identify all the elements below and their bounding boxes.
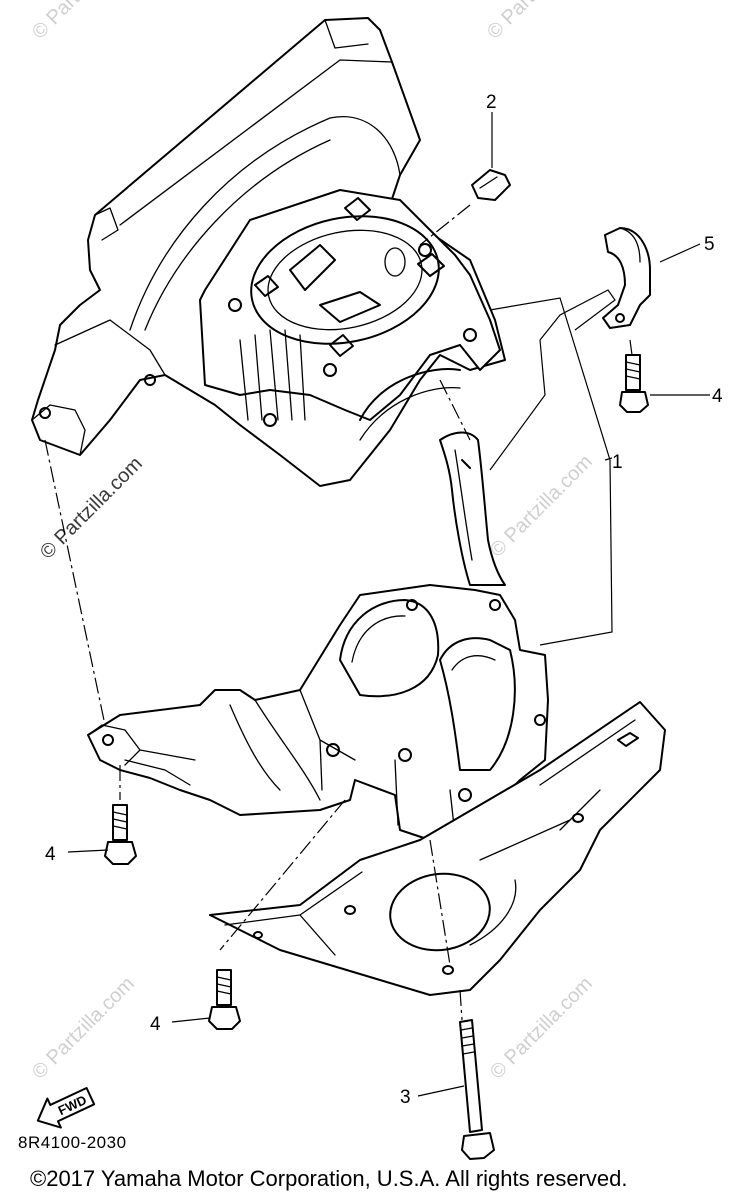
lower-crankcase — [87, 584, 549, 841]
callout-part-3: 3 — [400, 1087, 411, 1108]
watermark-top-right: © Partzilla.com — [483, 0, 594, 44]
part-5-clamp — [602, 227, 651, 329]
part-3-long-bolt — [459, 1019, 495, 1160]
alignment-lines — [44, 204, 633, 1021]
part-4-bolt-right — [619, 354, 649, 413]
watermark-right-low: © Partzilla.com — [486, 973, 597, 1084]
skid-plate — [209, 701, 666, 996]
watermark-left-low: © Partzilla.com — [28, 973, 139, 1084]
watermark-top-left: © Partzilla.com — [28, 0, 139, 44]
part-1-gasket — [439, 431, 506, 586]
callout-part-4-lower: 4 — [150, 1014, 161, 1035]
callout-part-5: 5 — [704, 234, 715, 255]
copyright-notice: ©2017 Yamaha Motor Corporation, U.S.A. A… — [30, 1166, 627, 1191]
callout-part-2: 2 — [486, 92, 497, 113]
callouts: 2 5 4 1 4 4 3 — [45, 92, 723, 1108]
part-4-bolt-lower — [208, 969, 241, 1030]
part-2-plug — [471, 169, 511, 201]
diagram-code: 8R4100-2030 — [18, 1133, 127, 1152]
callout-leaders — [67, 112, 710, 1097]
callout-part-4-left: 4 — [45, 844, 56, 865]
callout-part-1: 1 — [612, 452, 623, 473]
part-4-bolt-left — [104, 804, 137, 865]
watermark-right-mid: © Partzilla.com — [486, 451, 597, 562]
part-1-bracket — [489, 289, 616, 646]
callout-part-4-right: 4 — [712, 386, 723, 407]
watermark-left-mid: © Partzilla.com — [36, 453, 147, 564]
forward-arrow-icon: FWD — [36, 1087, 96, 1129]
upper-crankcase — [31, 17, 506, 487]
